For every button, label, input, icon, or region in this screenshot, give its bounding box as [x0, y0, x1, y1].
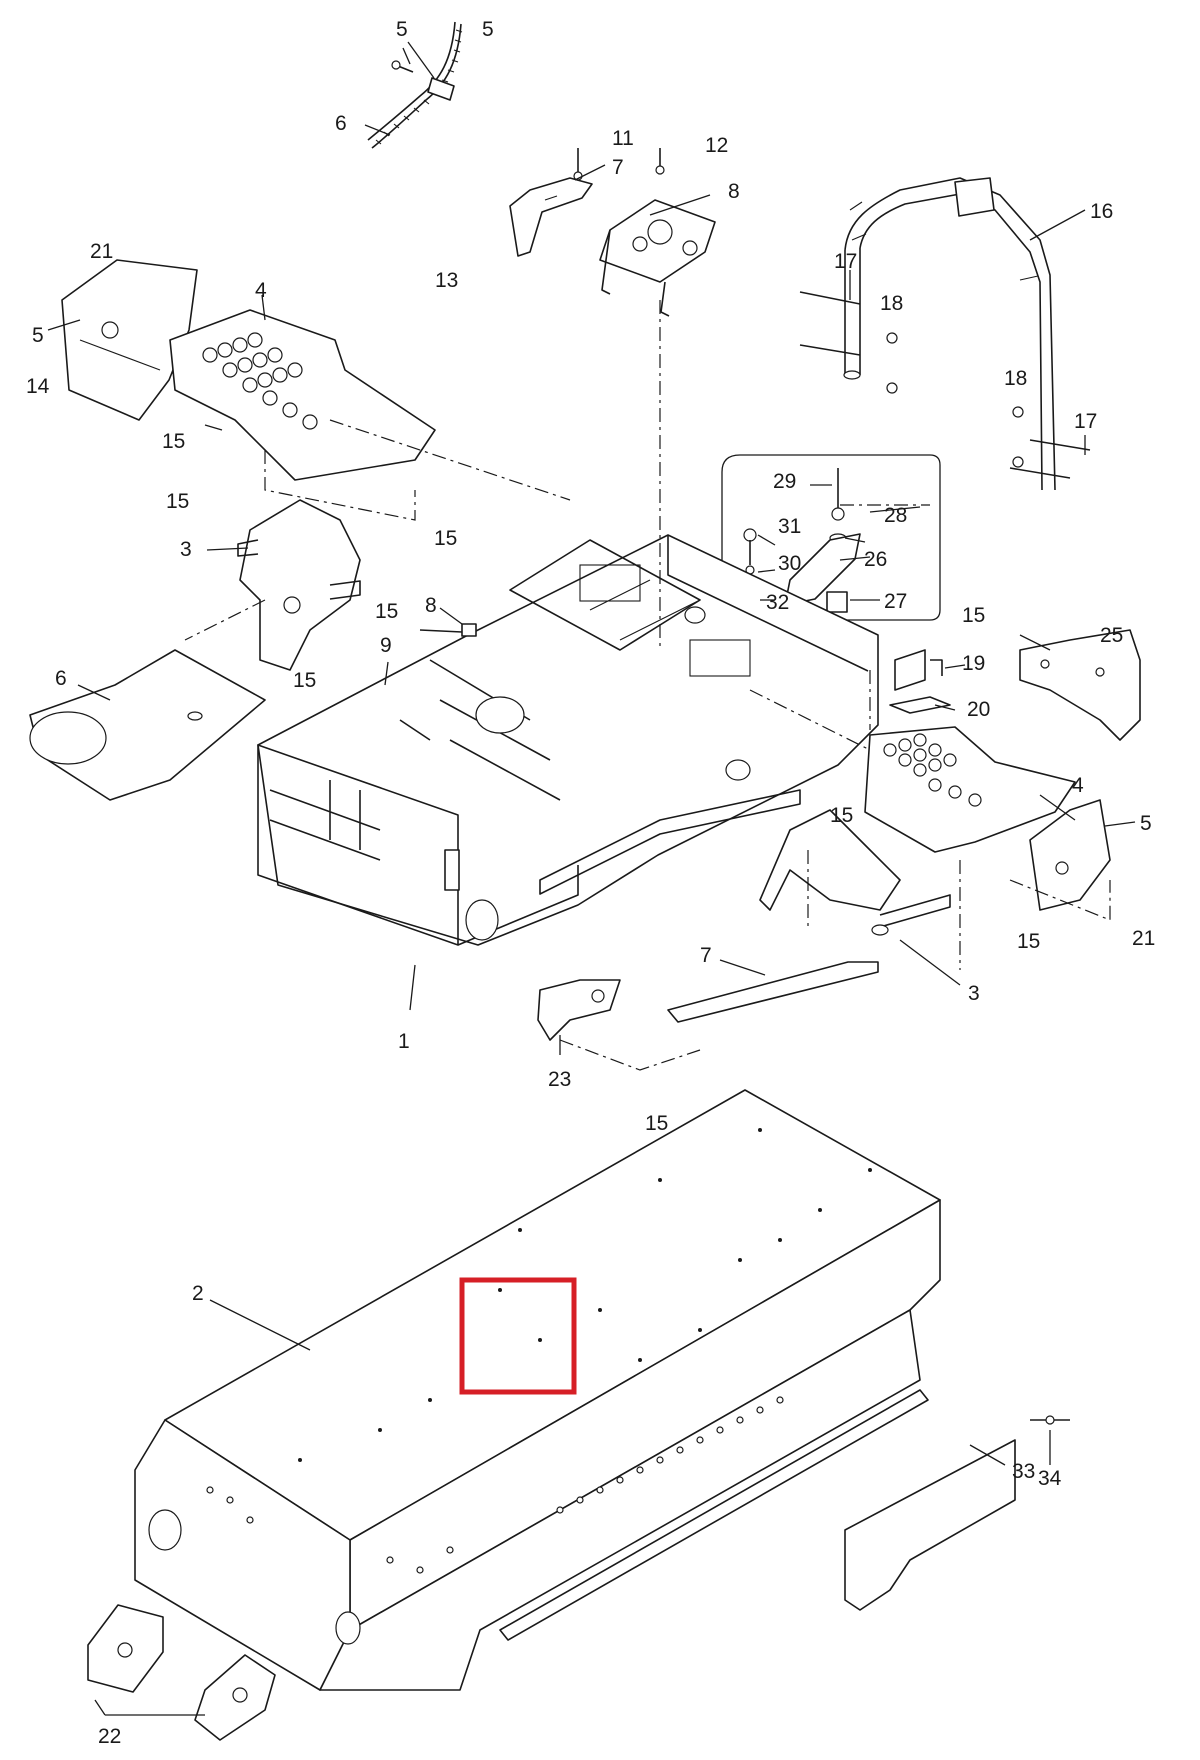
clip-part-8: [419, 623, 477, 637]
callout-19: 19: [962, 652, 985, 675]
bracket-part-23: [1019, 629, 1141, 741]
callout-10: 5: [482, 18, 494, 41]
callout-15: 15: [293, 669, 316, 692]
callout-15: 15: [162, 430, 185, 453]
callout-1: 1: [398, 1030, 410, 1053]
footrest-part-4-right: [864, 726, 1076, 853]
footrest-part-4-left: [169, 309, 436, 481]
callout-5: 5: [1140, 812, 1152, 835]
callout-15: 15: [166, 490, 189, 513]
callout-20: 20: [967, 698, 990, 721]
callout-15: 11: [612, 127, 634, 150]
callout-22: 22: [98, 1725, 121, 1748]
highlight-box: [459, 1277, 577, 1395]
callout-8: 8: [425, 594, 437, 617]
callout-2: 2: [192, 1282, 204, 1305]
callout-17: 17: [834, 250, 857, 273]
callout-32: 32: [766, 591, 789, 614]
clip-part-10: [427, 77, 455, 101]
callout-33: 33: [1012, 1460, 1035, 1483]
callout-26: 26: [864, 548, 887, 571]
callout-21: 21: [90, 240, 113, 263]
callout-15: 15: [645, 1112, 668, 1135]
rivet-part-34: [1030, 1415, 1070, 1425]
bracket-part-14: [599, 199, 716, 317]
callout-15: 15: [434, 527, 457, 550]
callout-23: 25: [1100, 624, 1123, 647]
callout-15: 15: [830, 804, 853, 827]
plate-part-20: [889, 696, 951, 714]
cover-part-2: [134, 1089, 941, 1691]
bolts-17-18: [799, 291, 1091, 479]
callout-9: 9: [380, 634, 392, 657]
callout-15: 12: [705, 134, 728, 157]
callout-6: 6: [55, 667, 67, 690]
clip-part-19: [894, 649, 943, 691]
callout-25: 23: [548, 1068, 571, 1091]
callout-13: 7: [612, 156, 624, 179]
callout-27: 27: [884, 590, 907, 613]
panel-part-33: [844, 1439, 1016, 1611]
cable-part-12: [367, 21, 463, 149]
callout-4: 4: [255, 279, 267, 302]
callout-5: 5: [32, 324, 44, 347]
callout-18: 18: [880, 292, 903, 315]
callout-28: 28: [884, 504, 907, 527]
leader-lines: [47, 41, 1136, 1716]
callout-15: 13: [435, 269, 458, 292]
callout-15: 15: [375, 600, 398, 623]
roll-bar-part-16: [843, 177, 1056, 491]
shield-part-6: [29, 649, 266, 801]
rail-part-7: [667, 961, 879, 1023]
callout-4: 4: [1072, 774, 1084, 797]
callout-29: 29: [773, 470, 796, 493]
bracket-part-13: [509, 177, 593, 257]
callout-34: 34: [1038, 1467, 1062, 1490]
callout-14: 8: [728, 180, 740, 203]
assembly-phantom-lines: [184, 300, 1111, 1071]
callout-15: 15: [1017, 930, 1040, 953]
callout-15: 15: [962, 604, 985, 627]
callout-labels: 5 5 6 11 7 12 8 16 17 18 18 17 21 4 13 5…: [26, 18, 1155, 1748]
callout-18: 18: [1004, 367, 1027, 390]
callout-12: 6: [335, 112, 347, 135]
screw-part-11: [391, 60, 414, 73]
callout-7: 7: [700, 944, 712, 967]
bracket-part-3-left: [237, 499, 361, 671]
callout-21: 21: [1132, 927, 1155, 950]
bracket-part-25: [537, 979, 621, 1041]
callout-31: 31: [778, 515, 801, 538]
panel-part-5-right: [1029, 799, 1111, 911]
main-frame-part-1: [257, 534, 879, 946]
callout-17: 17: [1074, 410, 1097, 433]
callout-30: 30: [778, 552, 801, 575]
callout-16: 16: [1090, 200, 1113, 223]
plates-part-22: [87, 1604, 276, 1741]
bracket-part-3-right: [759, 809, 951, 936]
callout-3: 3: [968, 982, 980, 1005]
callout-11: 5: [396, 18, 408, 41]
callout-15: 14: [26, 375, 50, 398]
callout-3: 3: [180, 538, 192, 561]
